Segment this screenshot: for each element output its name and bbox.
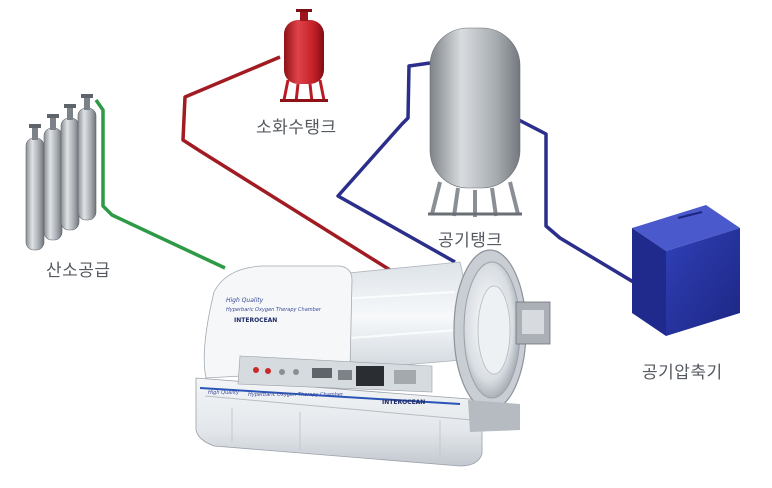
control-display-screen (356, 366, 384, 386)
label-oxygen-supply: 산소공급 (46, 261, 111, 281)
fire-water-tank (280, 9, 328, 103)
oxygen-cylinders (25, 94, 97, 251)
oxygen-cylinder (43, 114, 63, 241)
label-air-compressor: 공기압축기 (642, 363, 723, 383)
panel-label-line1: High Quality (208, 390, 240, 396)
air-compressor-pipe (514, 116, 641, 288)
control-panel (253, 366, 416, 386)
label-fire-water-tank: 소화수탱크 (256, 118, 337, 138)
air-tank-inlet-pipe (336, 61, 456, 264)
label-air-tank: 공기탱크 (438, 231, 503, 251)
chamber-badge-line1: High Quality (226, 297, 264, 304)
chamber-badge-line2: Hyperbaric Oxygen Therapy Chamber (226, 307, 322, 313)
fire-water-pipe (181, 55, 391, 272)
chamber-brand: INTEROCEAN (234, 317, 277, 324)
oxygen-cylinder (25, 124, 45, 251)
oxygen-cylinder (60, 104, 80, 231)
pipes (94, 55, 641, 288)
air-tank (428, 27, 522, 217)
oxygen-pipe (94, 98, 226, 270)
panel-brand: INTEROCEAN (382, 399, 425, 406)
panel-label-line2: Hyperbaric Oxygen Therapy Chamber (248, 392, 344, 398)
air-compressor (632, 205, 740, 336)
hyperbaric-chamber: High Quality Hyperbaric Oxygen Therapy C… (195, 249, 551, 467)
oxygen-cylinder (77, 94, 97, 221)
